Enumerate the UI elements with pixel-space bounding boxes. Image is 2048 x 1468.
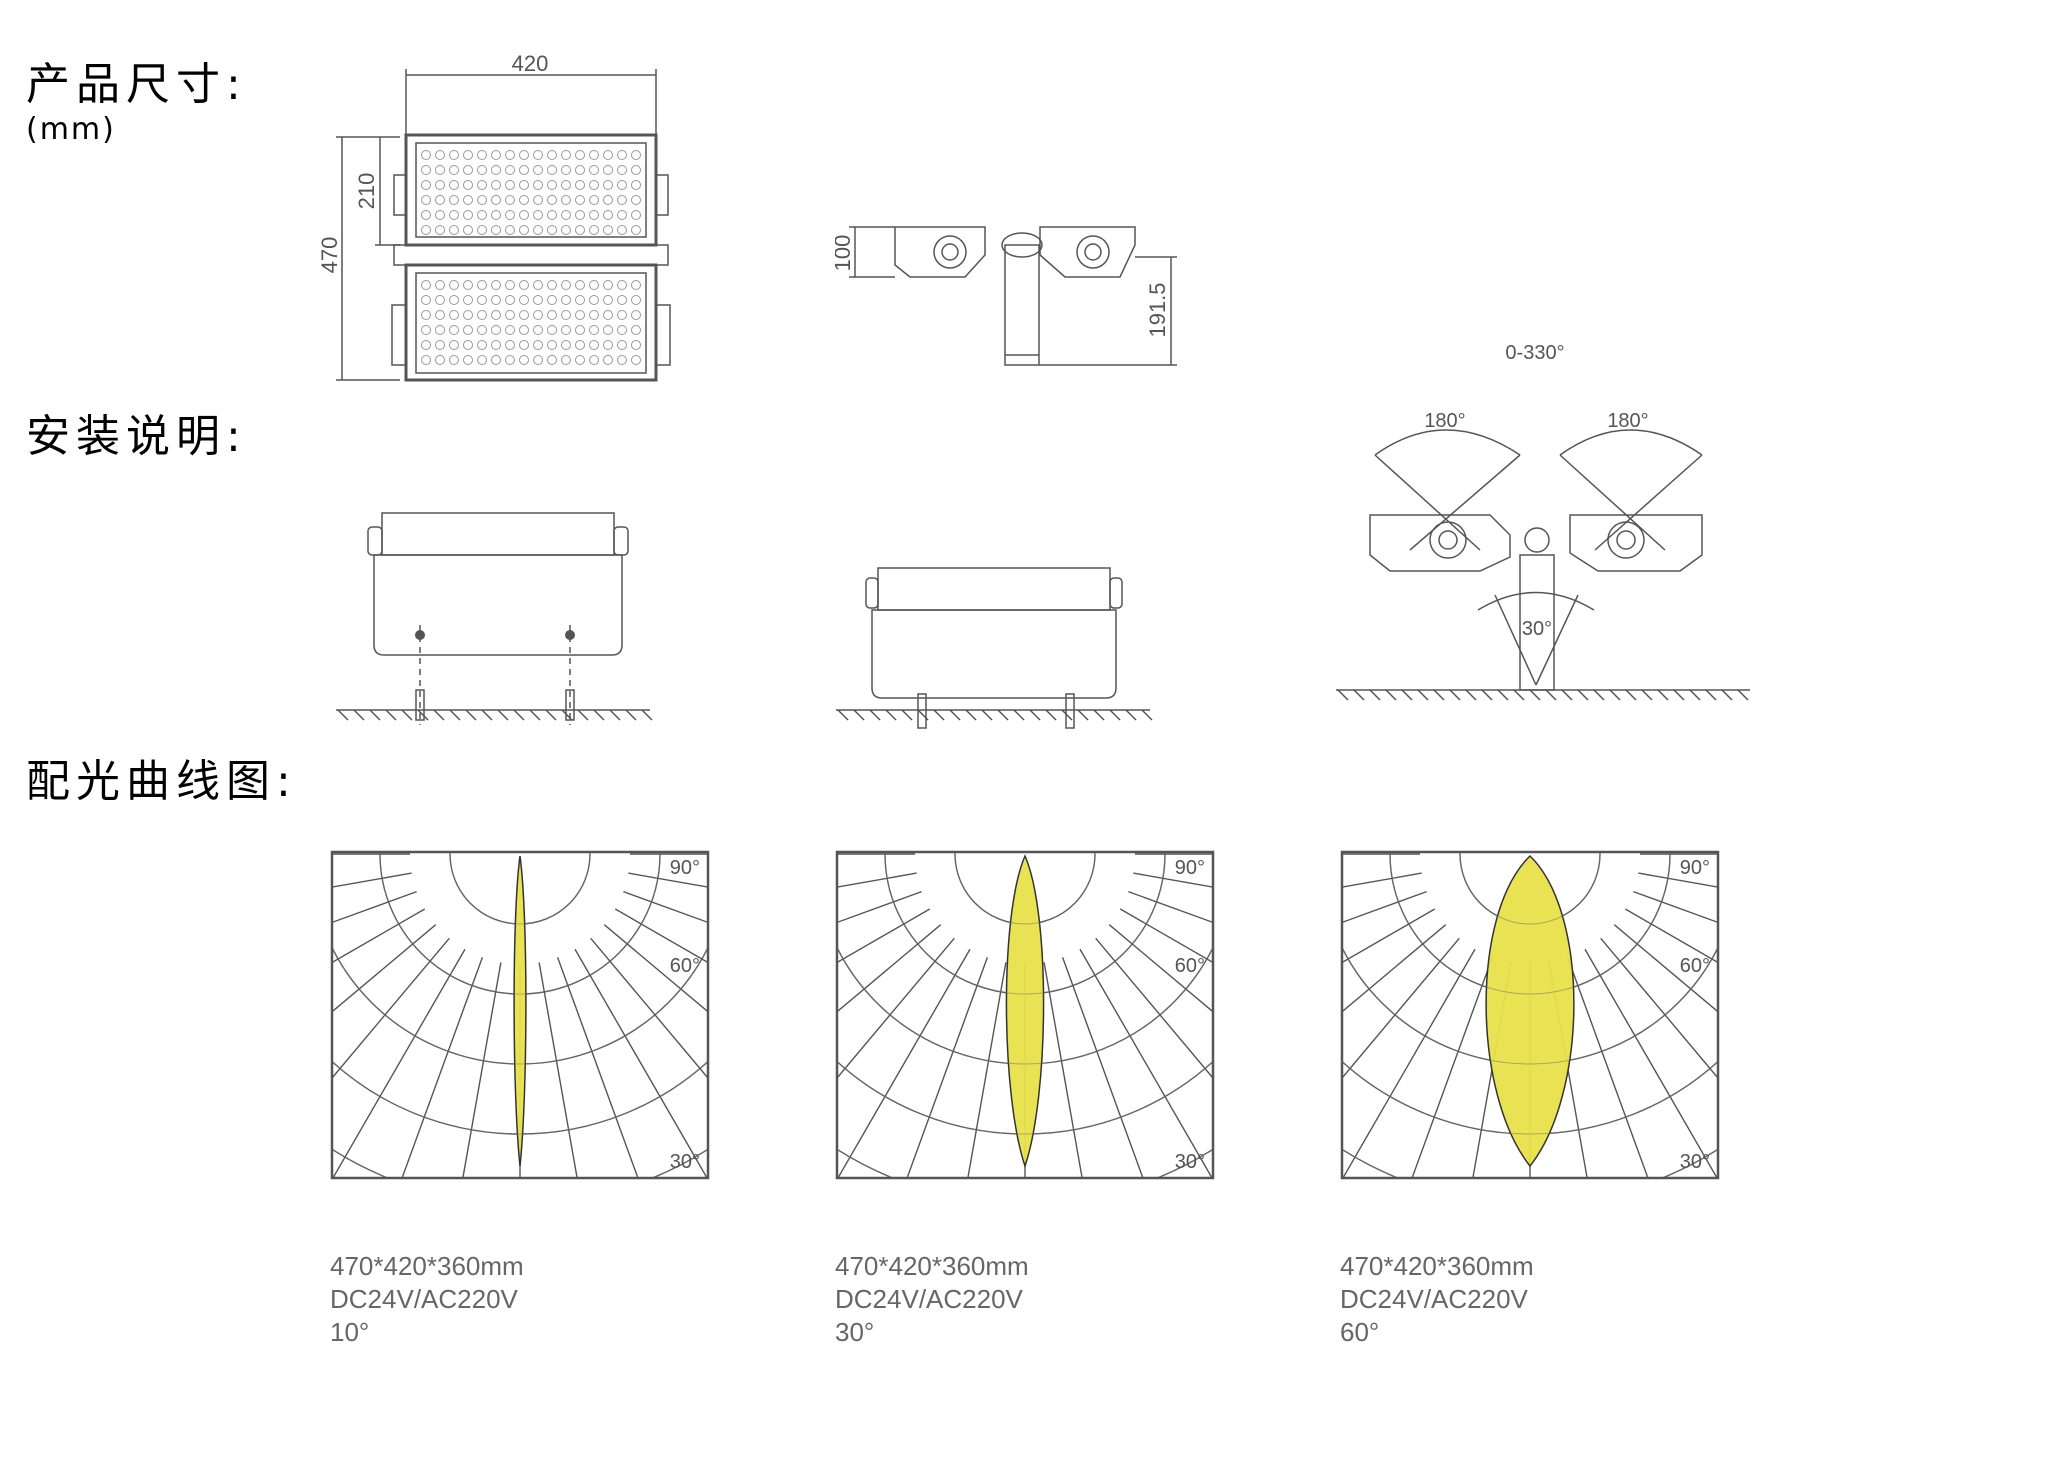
light-curve-title: 配光曲线图: <box>26 756 297 807</box>
install-view-anchored <box>336 512 653 725</box>
dimensions-unit: (mm) <box>26 112 116 147</box>
spec-size: 470*420*360mm <box>330 1251 524 1281</box>
side-view-drawing: 100 191.5 <box>835 226 1177 366</box>
spec-voltage: DC24V/AC220V <box>1340 1284 1528 1314</box>
spec-beam: 30° <box>835 1317 875 1347</box>
side-bracket-label: 191.5 <box>1145 282 1170 337</box>
angle-90-label: 90° <box>670 857 700 879</box>
spec-block-10deg: 470*420*360mm DC24V/AC220V 10° <box>330 1250 524 1349</box>
install-title: 安装说明: <box>26 411 247 462</box>
spec-size: 470*420*360mm <box>835 1251 1029 1281</box>
light-curve-30deg: 90° 60° 30° <box>835 850 1215 1180</box>
spec-size: 470*420*360mm <box>1340 1251 1534 1281</box>
angle-90-label: 90° <box>1680 857 1710 879</box>
spec-voltage: DC24V/AC220V <box>330 1284 518 1314</box>
rotation-pole-label: 30° <box>1522 618 1552 640</box>
angle-60-label: 60° <box>1175 955 1205 977</box>
rotation-right-label: 180° <box>1607 410 1648 432</box>
rotation-view-drawing: 0-330° 180° 180° 30° <box>1336 342 1750 701</box>
rotation-total-label: 0-330° <box>1505 342 1564 364</box>
front-view-drawing: 420 470 210 <box>320 55 671 382</box>
front-module-label: 210 <box>354 173 379 210</box>
angle-30-label: 30° <box>1175 1151 1205 1173</box>
spec-block-30deg: 470*420*360mm DC24V/AC220V 30° <box>835 1250 1029 1349</box>
spec-block-60deg: 470*420*360mm DC24V/AC220V 60° <box>1340 1250 1534 1349</box>
rotation-left-label: 180° <box>1424 410 1465 432</box>
light-curve-60deg: 90° 60° 30° <box>1340 850 1720 1180</box>
install-view-bolted <box>836 567 1153 729</box>
angle-90-label: 90° <box>1175 857 1205 879</box>
light-curve-10deg: 90° 60° 30° <box>330 850 710 1180</box>
angle-30-label: 30° <box>670 1151 700 1173</box>
spec-voltage: DC24V/AC220V <box>835 1284 1023 1314</box>
angle-30-label: 30° <box>1680 1151 1710 1173</box>
angle-60-label: 60° <box>1680 955 1710 977</box>
spec-beam: 60° <box>1340 1317 1380 1347</box>
front-height-label: 470 <box>320 237 342 274</box>
front-width-label: 420 <box>512 55 549 76</box>
spec-beam: 10° <box>330 1317 370 1347</box>
angle-60-label: 60° <box>670 955 700 977</box>
dimensions-title: 产品尺寸: <box>26 59 247 110</box>
side-head-label: 100 <box>835 235 855 272</box>
